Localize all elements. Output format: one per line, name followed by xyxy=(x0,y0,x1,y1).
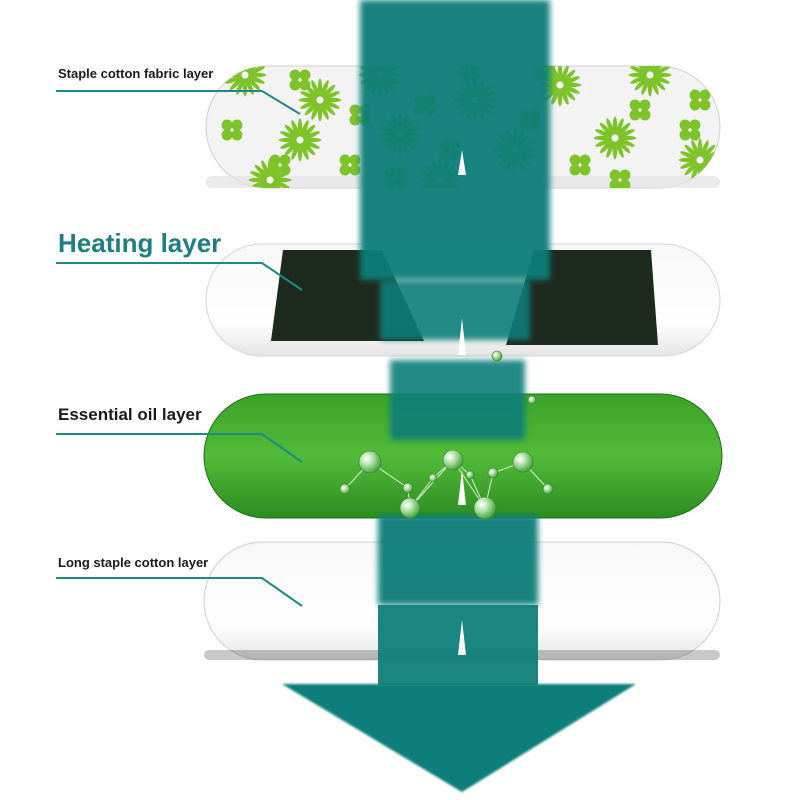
leader-lines xyxy=(56,90,303,607)
oil-droplet-icon xyxy=(442,449,464,471)
leader-line-fabric xyxy=(56,90,301,115)
clover-icon xyxy=(289,69,311,91)
leader-line-cotton xyxy=(56,577,303,607)
clover-icon xyxy=(609,169,631,188)
clover-icon xyxy=(689,89,711,111)
leader-line-heating xyxy=(56,262,303,291)
oil-droplet-icon xyxy=(428,473,438,483)
arrow-highlights xyxy=(458,150,466,655)
daisy-flower-icon xyxy=(223,66,267,97)
daisy-flower-icon xyxy=(628,66,672,97)
clover-icon xyxy=(569,154,591,176)
oil-droplet-icon xyxy=(542,483,554,495)
clover-icon xyxy=(269,154,291,176)
clover-icon xyxy=(679,119,701,141)
oil-droplet-icon xyxy=(527,395,537,405)
leader-line-oil xyxy=(56,433,303,463)
label-cotton-layer: Long staple cotton layer xyxy=(58,555,209,570)
oil-droplet-icon xyxy=(339,483,351,495)
daisy-flower-icon xyxy=(298,78,342,122)
oil-molecules xyxy=(339,350,554,520)
label-oil-layer: Essential oil layer xyxy=(58,405,202,424)
label-heating-layer: Heating layer xyxy=(58,228,222,258)
fabric-front-band xyxy=(378,120,558,180)
oil-droplet-icon xyxy=(399,497,421,519)
oil-droplet-icon xyxy=(491,350,503,362)
daisy-flower-icon xyxy=(678,138,720,182)
label-fabric-layer: Staple cotton fabric layer xyxy=(58,66,214,81)
oil-droplet-icon xyxy=(358,450,382,474)
oil-droplet-icon xyxy=(465,470,475,480)
oil-droplet-icon xyxy=(402,482,414,494)
daisy-flower-icon xyxy=(278,118,322,162)
oil-droplet-icon xyxy=(487,467,499,479)
daisy-flower-icon xyxy=(593,116,637,160)
down-arrow-icon xyxy=(282,0,636,792)
clover-icon xyxy=(339,154,361,176)
oil-droplet-icon xyxy=(473,496,497,520)
oil-droplet-icon xyxy=(512,451,534,473)
clover-icon xyxy=(629,99,651,121)
clover-icon xyxy=(221,119,243,141)
molecule-bond xyxy=(409,459,454,509)
